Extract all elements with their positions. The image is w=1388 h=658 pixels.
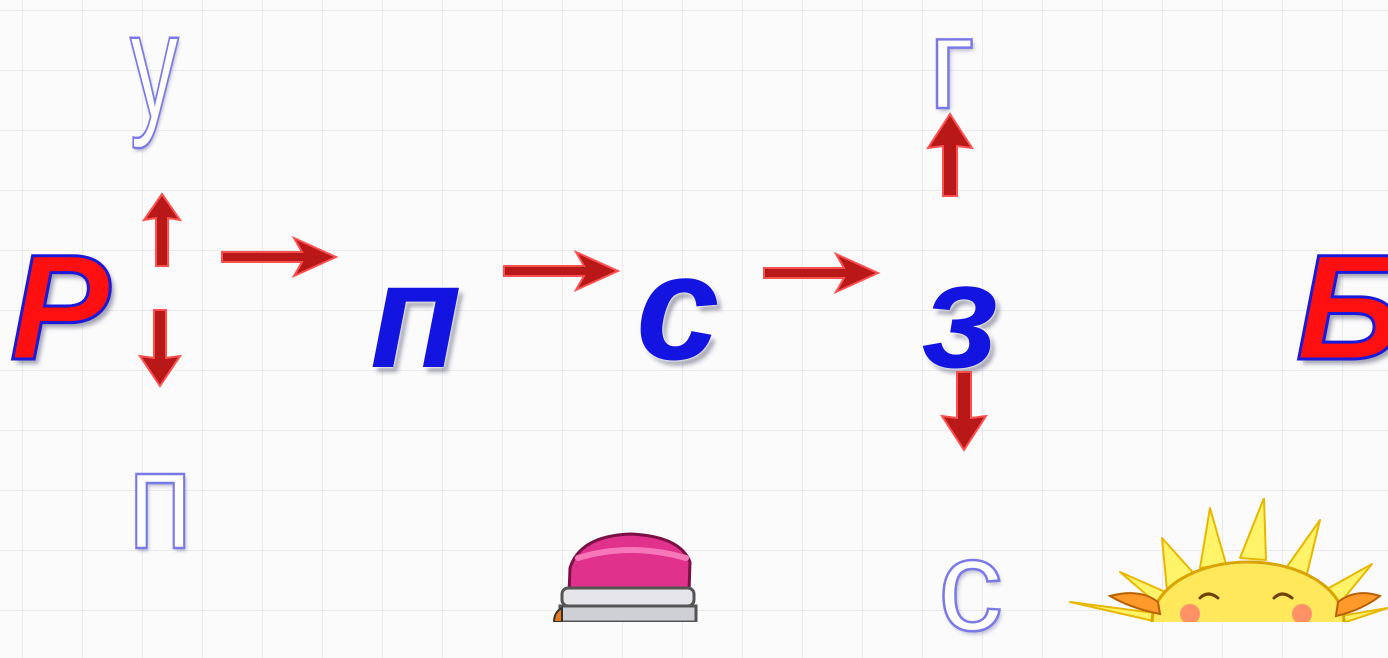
letter-r: Р [10, 232, 110, 382]
arrow-up-icon [138, 190, 186, 270]
letter-g-top: г [928, 0, 975, 128]
letter-s-bottom: с [938, 520, 1003, 650]
sun-figure [1050, 498, 1388, 622]
letter-p-middle: п [370, 240, 462, 390]
arrow-down-icon [134, 306, 186, 390]
arrow-right-icon [760, 248, 882, 298]
pencil-figure [540, 528, 710, 622]
letter-p-bottom: п [128, 430, 192, 570]
arrow-right-icon [500, 246, 622, 296]
letter-s-middle: с [636, 232, 719, 382]
arrow-right-icon [218, 232, 340, 282]
letter-b: Б [1296, 232, 1388, 382]
arrow-up-icon [922, 110, 978, 200]
letter-u-top: у [130, 0, 179, 140]
arrow-down-icon [936, 368, 992, 454]
